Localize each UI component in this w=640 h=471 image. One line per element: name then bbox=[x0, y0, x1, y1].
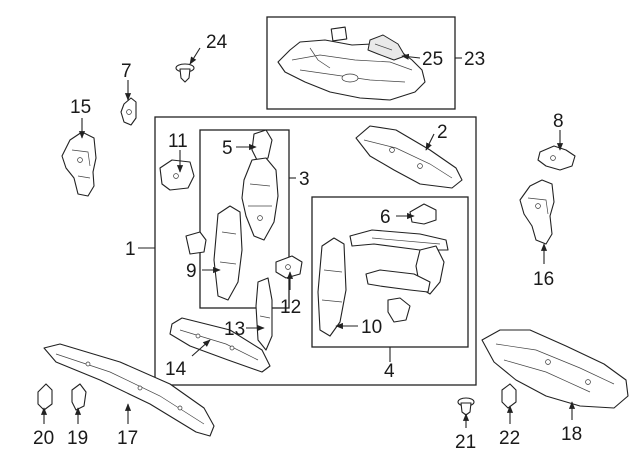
part-16-side-bracket bbox=[519, 179, 555, 245]
callout-21: 21 bbox=[455, 432, 476, 453]
part-19-clip bbox=[71, 383, 87, 411]
part-2-upper-tie-bar bbox=[355, 125, 463, 189]
callout-23: 23 bbox=[464, 49, 485, 70]
part-7-bracket bbox=[120, 97, 137, 126]
callout-2: 2 bbox=[437, 122, 448, 143]
callout-15: 15 bbox=[70, 97, 91, 118]
part-17-lower-panel bbox=[43, 343, 215, 437]
part-4-radiator-support bbox=[349, 229, 449, 323]
part-25-cover-clip bbox=[367, 34, 406, 61]
frame-group-3 bbox=[199, 129, 290, 309]
leader-2 bbox=[425, 133, 435, 151]
callout-13: 13 bbox=[224, 319, 245, 340]
part-20-clip bbox=[37, 383, 53, 411]
part-22-clip bbox=[501, 383, 517, 409]
callout-8: 8 bbox=[553, 111, 564, 132]
part-6-bracket bbox=[409, 203, 437, 225]
callout-16: 16 bbox=[533, 269, 554, 290]
callout-20: 20 bbox=[33, 428, 54, 449]
callout-4: 4 bbox=[384, 361, 395, 382]
callout-9: 9 bbox=[186, 261, 197, 282]
callout-5: 5 bbox=[222, 138, 233, 159]
callout-22: 22 bbox=[499, 428, 520, 449]
callout-19: 19 bbox=[67, 428, 88, 449]
part-11-bracket bbox=[159, 159, 195, 191]
part-18-lower-cover bbox=[481, 329, 629, 409]
callout-10: 10 bbox=[361, 317, 382, 338]
callout-6: 6 bbox=[380, 207, 391, 228]
leader-25 bbox=[401, 53, 421, 60]
callout-11: 11 bbox=[168, 131, 188, 152]
callout-25: 25 bbox=[422, 49, 443, 70]
callout-3: 3 bbox=[299, 169, 310, 190]
callout-17: 17 bbox=[117, 428, 138, 449]
part-13-brace bbox=[255, 277, 273, 351]
callout-7: 7 bbox=[121, 61, 132, 82]
part-8-bracket bbox=[537, 145, 576, 171]
callout-14: 14 bbox=[165, 359, 187, 380]
part-24-clip bbox=[175, 63, 195, 83]
callout-24: 24 bbox=[206, 32, 228, 53]
part-10-side-support bbox=[317, 237, 347, 337]
frame-group-23 bbox=[266, 16, 456, 110]
leader-24 bbox=[189, 47, 201, 65]
callout-1: 1 bbox=[125, 239, 136, 260]
part-12-bracket bbox=[275, 255, 303, 279]
part-21-clip bbox=[457, 397, 475, 416]
callout-18: 18 bbox=[561, 424, 582, 445]
part-23-engine-cover bbox=[277, 26, 426, 101]
leader-14 bbox=[191, 339, 211, 357]
part-9-side-support bbox=[185, 205, 243, 301]
part-5-upper-bracket bbox=[251, 129, 273, 163]
frame-group-1 bbox=[154, 116, 477, 386]
callout-12: 12 bbox=[280, 297, 301, 318]
part-14-lower-crossmember bbox=[169, 317, 271, 373]
part-15-side-bracket bbox=[61, 131, 97, 197]
part-3-side-member bbox=[241, 157, 279, 241]
